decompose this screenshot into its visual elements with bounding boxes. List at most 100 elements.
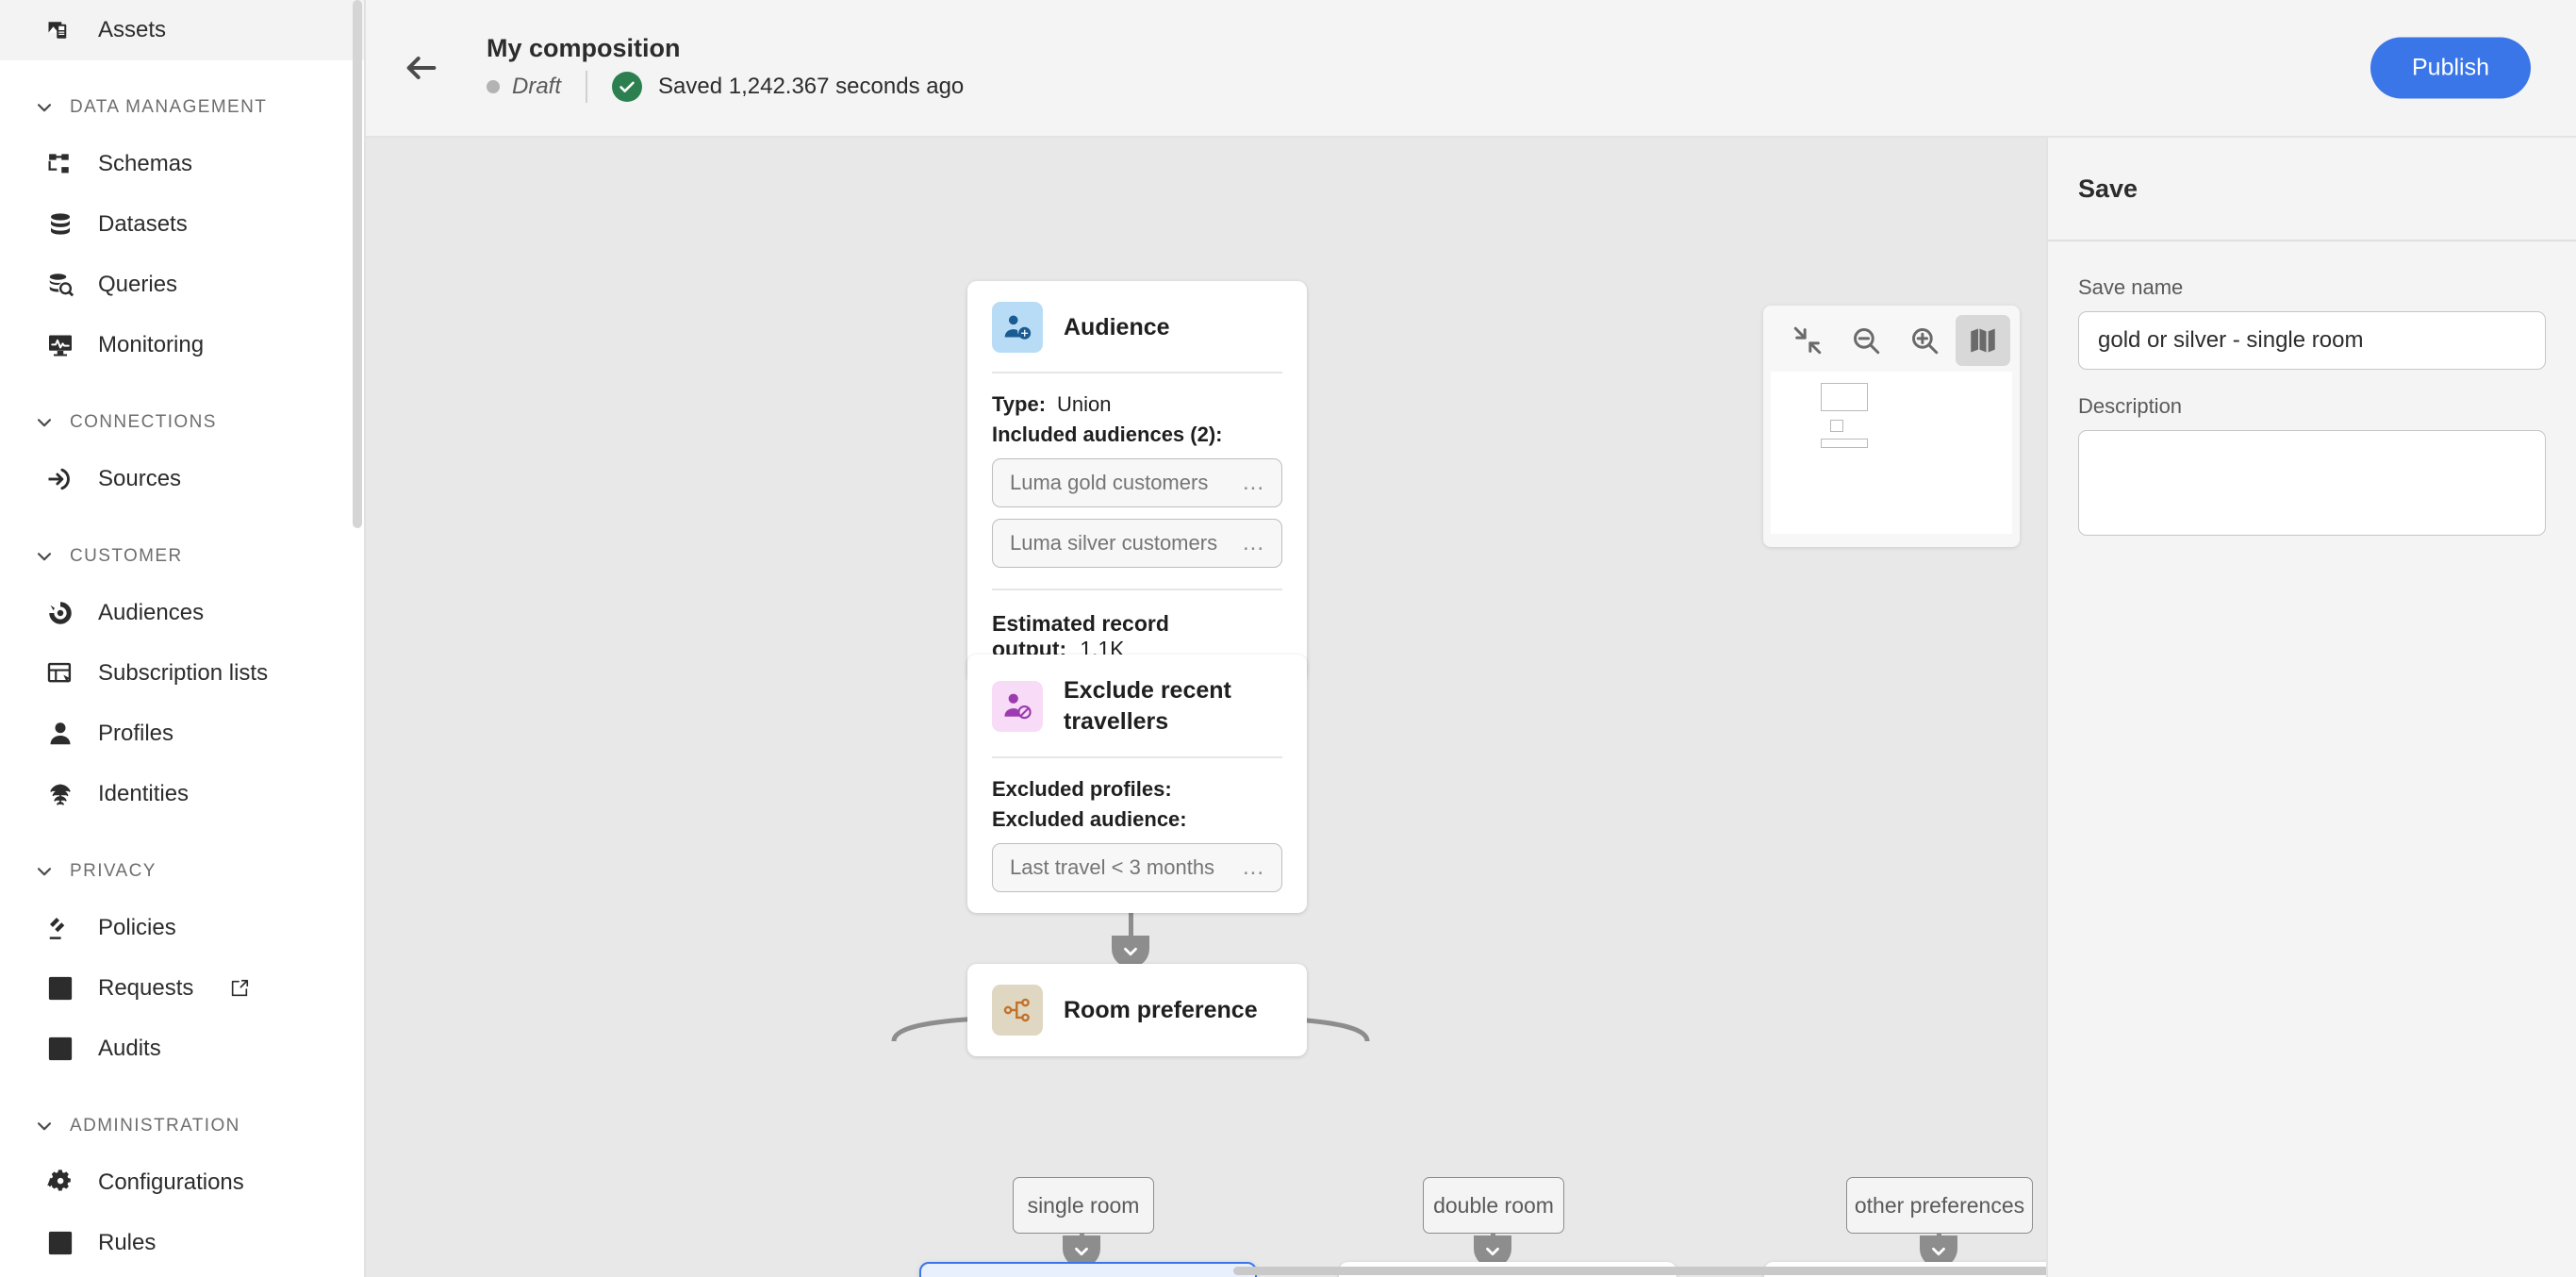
minimap-canvas[interactable] bbox=[1771, 372, 2012, 534]
node-exclude-title: Exclude recent travellers bbox=[1064, 677, 1231, 735]
sidebar-group-administration[interactable]: ADMINISTRATION bbox=[0, 1100, 364, 1153]
saved-check-icon bbox=[612, 71, 643, 102]
back-button[interactable] bbox=[388, 35, 454, 101]
saved-timestamp: Saved 1,242.367 seconds ago bbox=[658, 73, 965, 99]
sidebar-group-label: ADMINISTRATION bbox=[70, 1116, 240, 1136]
external-link-icon bbox=[229, 978, 250, 999]
excluded-audience-label: Excluded audience: bbox=[992, 807, 1187, 831]
page-title: My composition bbox=[487, 33, 681, 62]
policies-icon bbox=[45, 913, 75, 943]
canvas-horizontal-scrollbar[interactable] bbox=[366, 1267, 2046, 1277]
save-name-label: Save name bbox=[2078, 275, 2184, 299]
sidebar-item-policies[interactable]: Policies bbox=[0, 898, 364, 958]
chevron-down-icon bbox=[34, 546, 55, 567]
sidebar-item-label: Assets bbox=[98, 17, 167, 42]
chevron-down-icon bbox=[34, 861, 55, 882]
sidebar-item-datasets[interactable]: Datasets bbox=[0, 194, 364, 255]
save-name-input[interactable] bbox=[2078, 311, 2546, 370]
chip-label: Luma gold customers bbox=[1010, 471, 1209, 494]
sidebar-group-data-management[interactable]: DATA MANAGEMENT bbox=[0, 81, 364, 134]
assets-icon bbox=[45, 15, 75, 45]
minimap-node-3 bbox=[1821, 439, 1868, 448]
sidebar-item-rules[interactable]: Rules bbox=[0, 1213, 364, 1273]
chip-menu-icon[interactable]: ... bbox=[1242, 854, 1264, 881]
sidebar-item-identities[interactable]: Identities bbox=[0, 764, 364, 824]
divider bbox=[992, 756, 1282, 758]
subscription-lists-icon bbox=[45, 658, 75, 688]
publish-button[interactable]: Publish bbox=[2370, 37, 2531, 99]
chip-menu-icon[interactable]: ... bbox=[1242, 470, 1264, 496]
pill-label: double room bbox=[1433, 1192, 1554, 1218]
node-split-title: Room preference bbox=[1064, 996, 1258, 1023]
branch-pill-double-room[interactable]: double room bbox=[1423, 1177, 1564, 1234]
sidebar-item-assets[interactable]: Assets bbox=[0, 0, 364, 60]
audiences-icon bbox=[45, 598, 75, 628]
branch-pill-other-preferences[interactable]: other preferences bbox=[1846, 1177, 2033, 1234]
description-label: Description bbox=[2078, 394, 2183, 418]
sidebar-group-privacy[interactable]: PRIVACY bbox=[0, 845, 364, 898]
node-room-preference[interactable]: Room preference bbox=[967, 964, 1307, 1056]
node-exclude-recent-travellers[interactable]: Exclude recent travellers Excluded profi… bbox=[967, 655, 1307, 913]
sidebar-item-queries[interactable]: Queries bbox=[0, 255, 364, 315]
audience-type-value: Union bbox=[1057, 392, 1112, 416]
sidebar-item-label: Audiences bbox=[98, 600, 205, 625]
chip-label: Last travel < 3 months bbox=[1010, 855, 1215, 879]
sidebar-item-monitoring[interactable]: Monitoring bbox=[0, 315, 364, 375]
sidebar-item-sources[interactable]: Sources bbox=[0, 449, 364, 509]
sidebar-item-schemas[interactable]: Schemas bbox=[0, 134, 364, 194]
minimap-panel bbox=[1763, 306, 2020, 547]
fit-to-screen-button[interactable] bbox=[1780, 315, 1835, 366]
queries-icon bbox=[45, 270, 75, 300]
sidebar-item-audits[interactable]: Audits bbox=[0, 1019, 364, 1079]
excluded-audience-chip[interactable]: Last travel < 3 months ... bbox=[992, 843, 1282, 892]
monitoring-icon bbox=[45, 330, 75, 360]
excluded-profiles-label: Excluded profiles: bbox=[992, 777, 1172, 801]
arrow-left-icon bbox=[406, 57, 437, 79]
chevron-down-icon bbox=[34, 412, 55, 433]
sidebar-item-configurations[interactable]: Configurations bbox=[0, 1153, 364, 1213]
flow-canvas[interactable]: Audience Type:Union Included audiences (… bbox=[366, 138, 2046, 1277]
branch-pill-single-room[interactable]: single room bbox=[1013, 1177, 1154, 1234]
map-icon bbox=[1971, 328, 1995, 353]
title-block: My composition Draft Saved 1,242.367 sec… bbox=[487, 34, 964, 103]
status-badge: Draft bbox=[512, 73, 562, 99]
collapse-arrows-icon bbox=[1793, 326, 1822, 355]
save-panel-body: Save name Description bbox=[2048, 241, 2576, 540]
sidebar-item-label: Rules bbox=[98, 1230, 157, 1255]
sidebar-group-connections[interactable]: CONNECTIONS bbox=[0, 396, 364, 449]
sidebar-group-customer[interactable]: CUSTOMER bbox=[0, 530, 364, 583]
sidebar-item-label: Subscription lists bbox=[98, 660, 269, 686]
chip-menu-icon[interactable]: ... bbox=[1242, 530, 1264, 556]
sidebar-item-label: Identities bbox=[98, 781, 190, 806]
sidebar-item-subscription-lists[interactable]: Subscription lists bbox=[0, 643, 364, 704]
audience-type-label: Type: bbox=[992, 392, 1047, 416]
zoom-in-button[interactable] bbox=[1897, 315, 1952, 366]
zoom-out-button[interactable] bbox=[1839, 315, 1893, 366]
canvas-scroll-thumb[interactable] bbox=[1233, 1267, 2046, 1275]
configurations-icon bbox=[45, 1168, 75, 1198]
minimap-toolbar bbox=[1771, 313, 2012, 368]
sidebar-item-label: Queries bbox=[98, 272, 178, 297]
sidebar-item-profiles[interactable]: Profiles bbox=[0, 704, 364, 764]
sidebar-item-audiences[interactable]: Audiences bbox=[0, 583, 364, 643]
pill-label: single room bbox=[1027, 1192, 1140, 1218]
included-audiences-label: Included audiences (2): bbox=[992, 423, 1223, 446]
sidebar-scrollbar[interactable] bbox=[353, 0, 362, 528]
included-audience-chip[interactable]: Luma silver customers ... bbox=[992, 519, 1282, 568]
node-exclude-head: Exclude recent travellers bbox=[967, 655, 1307, 756]
sidebar-item-requests[interactable]: Requests bbox=[0, 958, 364, 1019]
included-audience-chip[interactable]: Luma gold customers ... bbox=[992, 458, 1282, 507]
zoom-out-icon bbox=[1854, 328, 1880, 355]
meta-divider bbox=[586, 70, 588, 103]
minimap-node-1 bbox=[1821, 383, 1868, 411]
sidebar-item-label: Audits bbox=[98, 1036, 161, 1061]
toggle-minimap-button[interactable] bbox=[1956, 315, 2010, 366]
chevron-down-icon bbox=[34, 1116, 55, 1136]
sidebar-group-label: CUSTOMER bbox=[70, 546, 183, 566]
node-audience[interactable]: Audience Type:Union Included audiences (… bbox=[967, 281, 1307, 683]
description-textarea[interactable] bbox=[2078, 430, 2546, 536]
composition-header: My composition Draft Saved 1,242.367 sec… bbox=[366, 0, 2576, 138]
node-audience-body: Type: Union Included audiences (2): Luma … bbox=[967, 373, 1307, 589]
